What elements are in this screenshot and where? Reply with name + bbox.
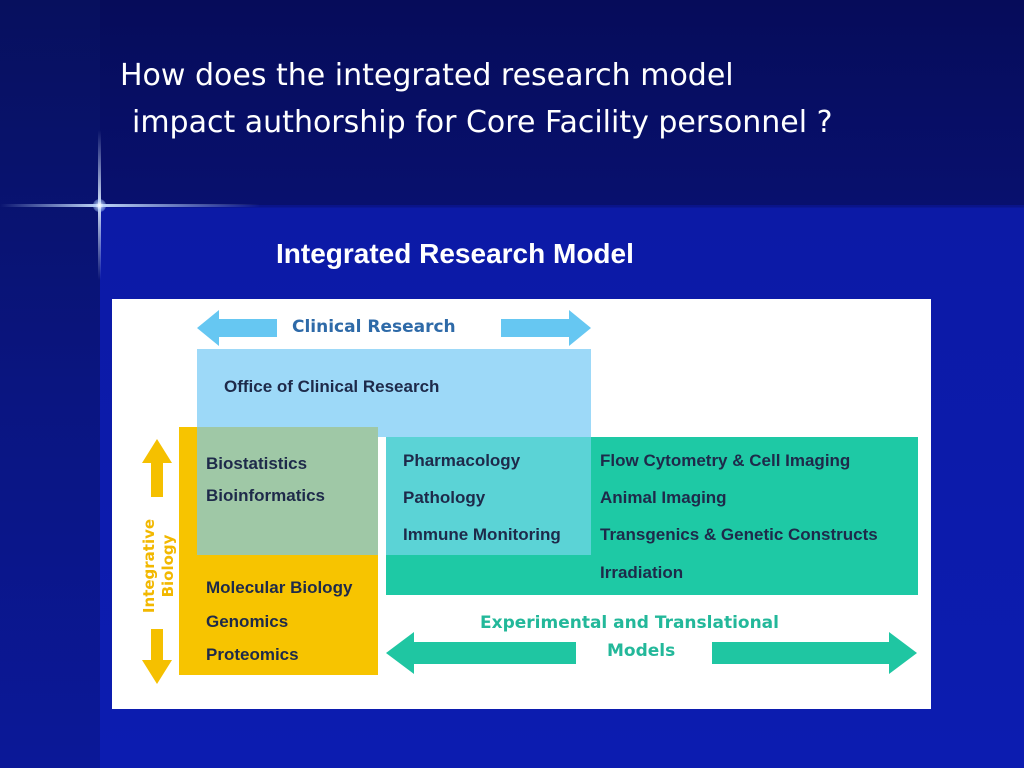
- clinical-research-arrow: [197, 310, 591, 346]
- integrative-biology-label: Integrative Biology: [140, 511, 178, 621]
- experimental-label-line1: Experimental and Translational: [480, 613, 779, 633]
- top-background-band: [100, 0, 1024, 205]
- genomics-label: Genomics: [206, 612, 289, 631]
- integrated-research-model-diagram: Clinical Research Office of Clinical Res…: [112, 299, 931, 709]
- pathology-label: Pathology: [403, 488, 486, 507]
- integrative-label-line1: Integrative: [140, 518, 158, 614]
- bioinformatics-label: Bioinformatics: [206, 486, 326, 505]
- experimental-label-line2: Models: [607, 641, 676, 661]
- molecular-biology-label: Molecular Biology: [206, 578, 353, 597]
- biostatistics-label: Biostatistics: [206, 454, 308, 473]
- diagram-subtitle: Integrated Research Model: [276, 238, 634, 269]
- clinical-research-label: Clinical Research: [292, 317, 456, 337]
- animal-imaging-label: Animal Imaging: [600, 488, 727, 507]
- proteomics-label: Proteomics: [206, 645, 299, 664]
- clinical-research-block: [197, 349, 591, 437]
- immune-monitoring-label: Immune Monitoring: [403, 525, 561, 544]
- slide-title-line2: impact authorship for Core Facility pers…: [132, 105, 833, 140]
- biostatistics-overlap-block: [197, 427, 378, 555]
- irradiation-label: Irradiation: [600, 563, 684, 582]
- transgenics-label: Transgenics & Genetic Constructs: [600, 525, 878, 544]
- integrative-biology-arrow: [142, 439, 172, 684]
- flow-cytometry-label: Flow Cytometry & Cell Imaging: [600, 451, 851, 470]
- experimental-models-arrow: [386, 632, 917, 674]
- light-flare-center: [93, 199, 106, 212]
- office-of-clinical-research-label: Office of Clinical Research: [224, 377, 440, 396]
- slide-title: How does the integrated research model i…: [120, 52, 1000, 146]
- light-flare-horizontal: [0, 204, 260, 207]
- pharmacology-label: Pharmacology: [403, 451, 521, 470]
- slide-title-line1: How does the integrated research model: [120, 58, 734, 93]
- left-background-strip: [0, 0, 100, 768]
- integrative-label-line2: Biology: [159, 534, 177, 598]
- center-overlap-block: [386, 437, 591, 555]
